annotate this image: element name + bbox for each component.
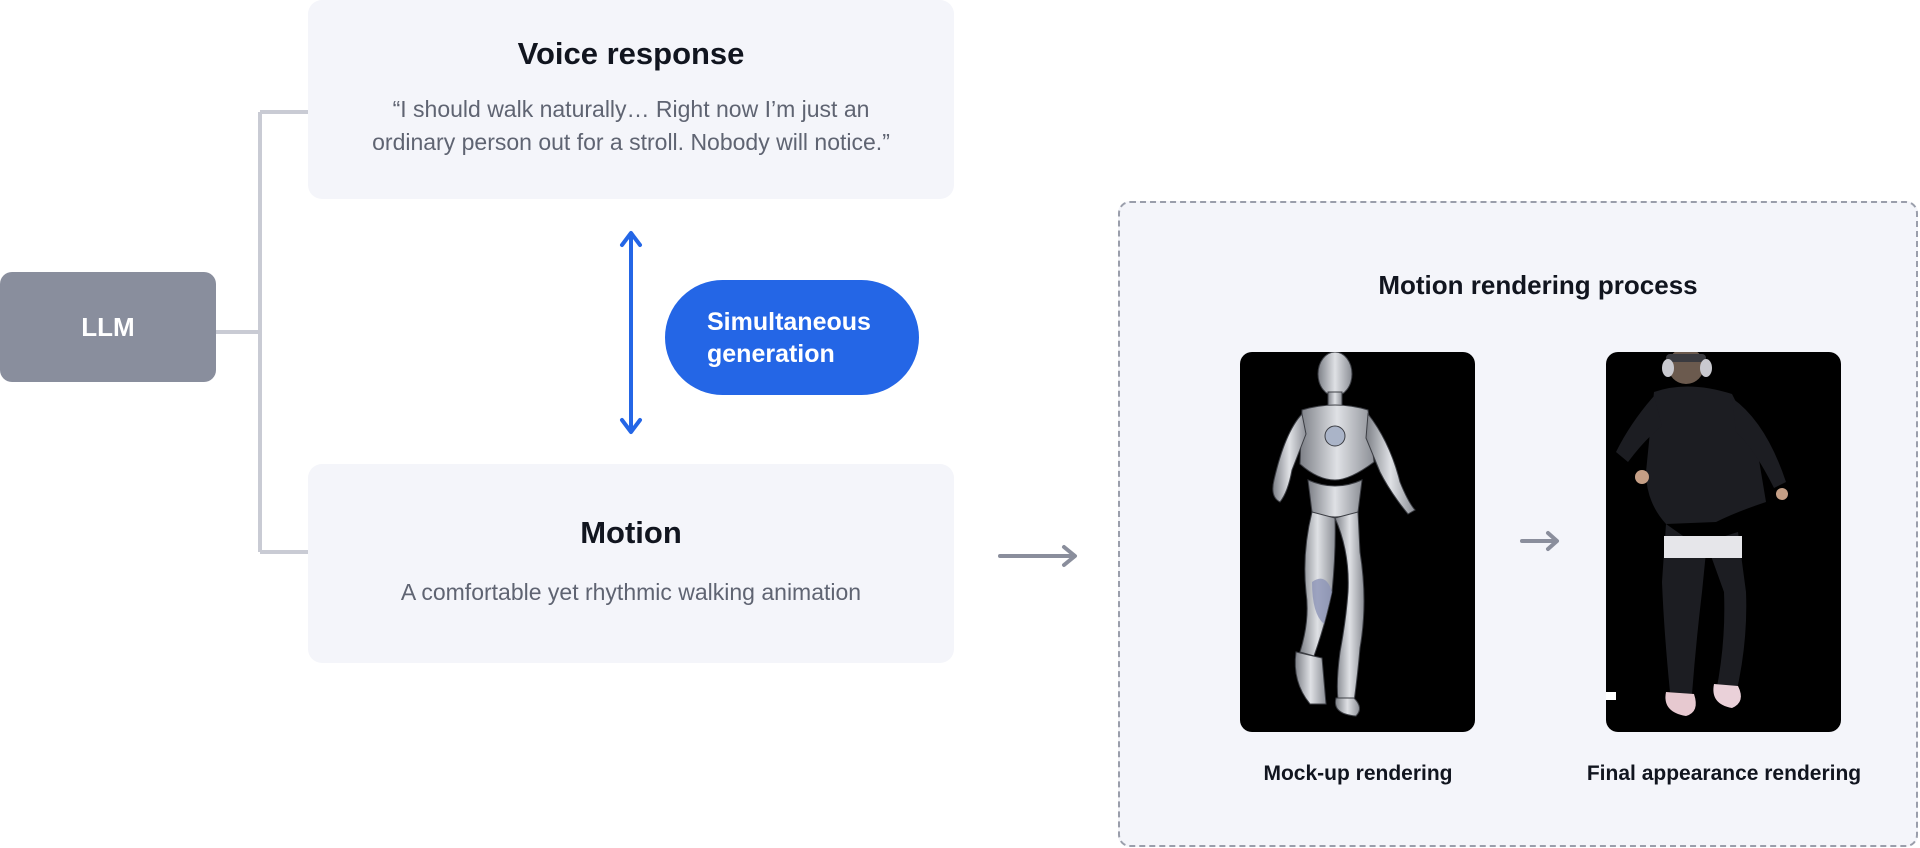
voice-response-quote-line-2: ordinary person out for a stroll. Nobody… [372,129,890,155]
final-appearance-rendering-caption: Final appearance rendering [1586,762,1862,785]
voice-response-quote: “I should walk naturally… Right now I’m … [372,93,890,159]
mockup-rendering-caption: Mock-up rendering [1263,762,1453,785]
simultaneous-double-arrow [620,231,642,434]
llm-bracket-connector [216,110,308,554]
mockup-to-final-arrow [1520,531,1559,551]
motion-description: A comfortable yet rhythmic walking anima… [400,579,862,605]
final-appearance-rendering-image [1606,352,1841,732]
mockup-rendering-image [1240,352,1475,732]
simultaneous-generation-line-2: generation [707,339,835,368]
simultaneous-generation-line-1: Simultaneous [707,307,871,336]
motion-rendering-process-title: Motion rendering process [1378,270,1698,300]
robot-figure-illustration [1272,352,1416,717]
voice-response-quote-line-1: “I should walk naturally… Right now I’m … [392,96,870,122]
llm-label: LLM [81,311,135,342]
motion-to-rendering-arrow [998,545,1077,567]
human-figure-illustration [1606,352,1788,716]
simultaneous-generation-badge: Simultaneous generation [665,280,919,395]
llm-box: LLM [0,272,216,382]
motion-card: Motion A comfortable yet rhythmic walkin… [308,464,954,663]
voice-response-card: Voice response “I should walk naturally…… [308,0,954,199]
voice-response-title: Voice response [517,36,745,71]
motion-title: Motion [580,515,682,550]
